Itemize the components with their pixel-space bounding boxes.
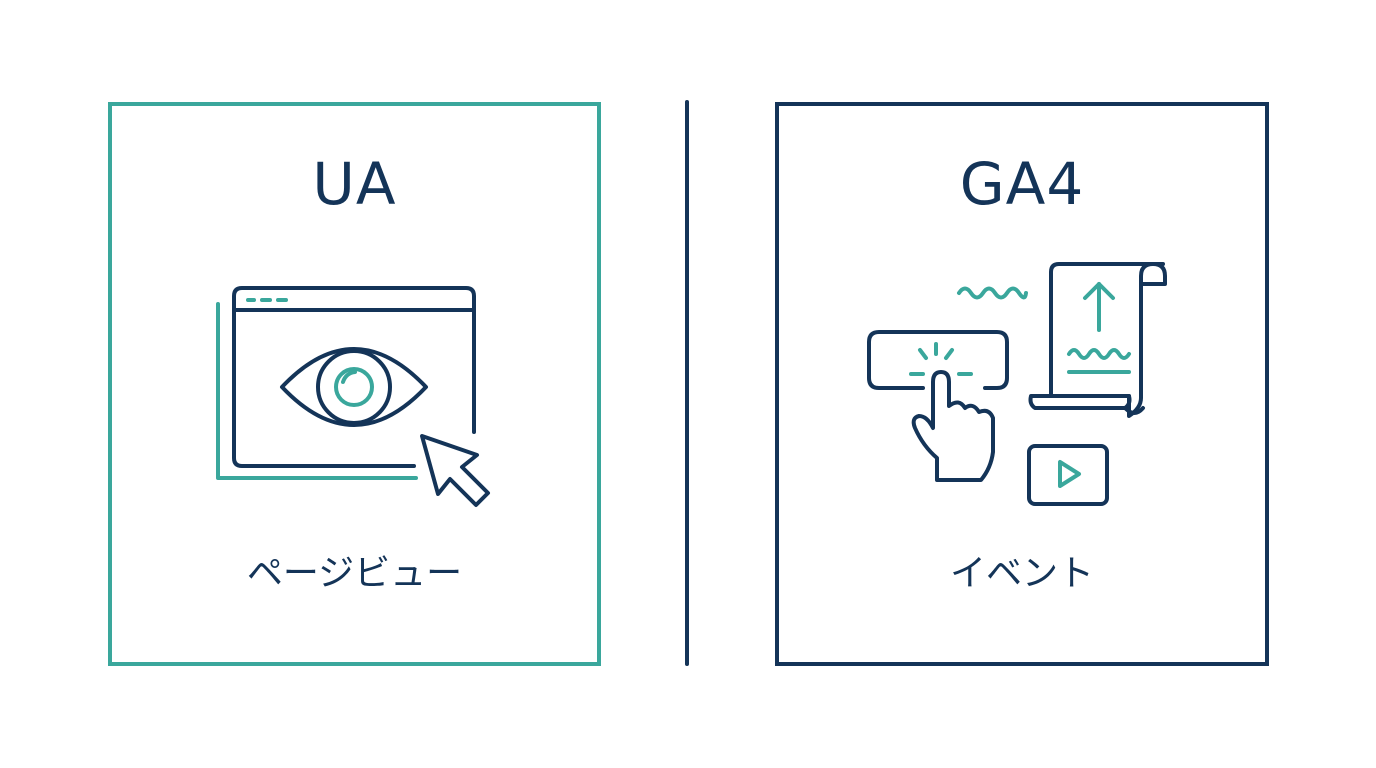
window-shadow-icon (216, 302, 418, 480)
browser-window-icon (232, 286, 476, 468)
ga4-title: GA4 (959, 150, 1085, 218)
click-button-icon (867, 330, 1009, 390)
cursor-arrow-icon (420, 434, 490, 507)
eye-icon (280, 347, 428, 427)
event-illustration (867, 262, 1167, 506)
up-arrow-icon (1083, 282, 1115, 332)
ua-panel: UA ページビュー (108, 102, 601, 666)
ga4-caption: イベント (949, 553, 1094, 594)
center-divider (685, 100, 689, 666)
wave-icon (957, 286, 1028, 300)
pointing-hand-icon (911, 370, 995, 482)
scroll-document-icon (1028, 262, 1167, 418)
ua-caption: ページビュー (246, 553, 463, 594)
ga4-panel: GA4 (775, 102, 1269, 666)
pageview-illustration (216, 286, 490, 507)
ua-title: UA (312, 150, 397, 218)
video-play-icon (1027, 444, 1109, 506)
